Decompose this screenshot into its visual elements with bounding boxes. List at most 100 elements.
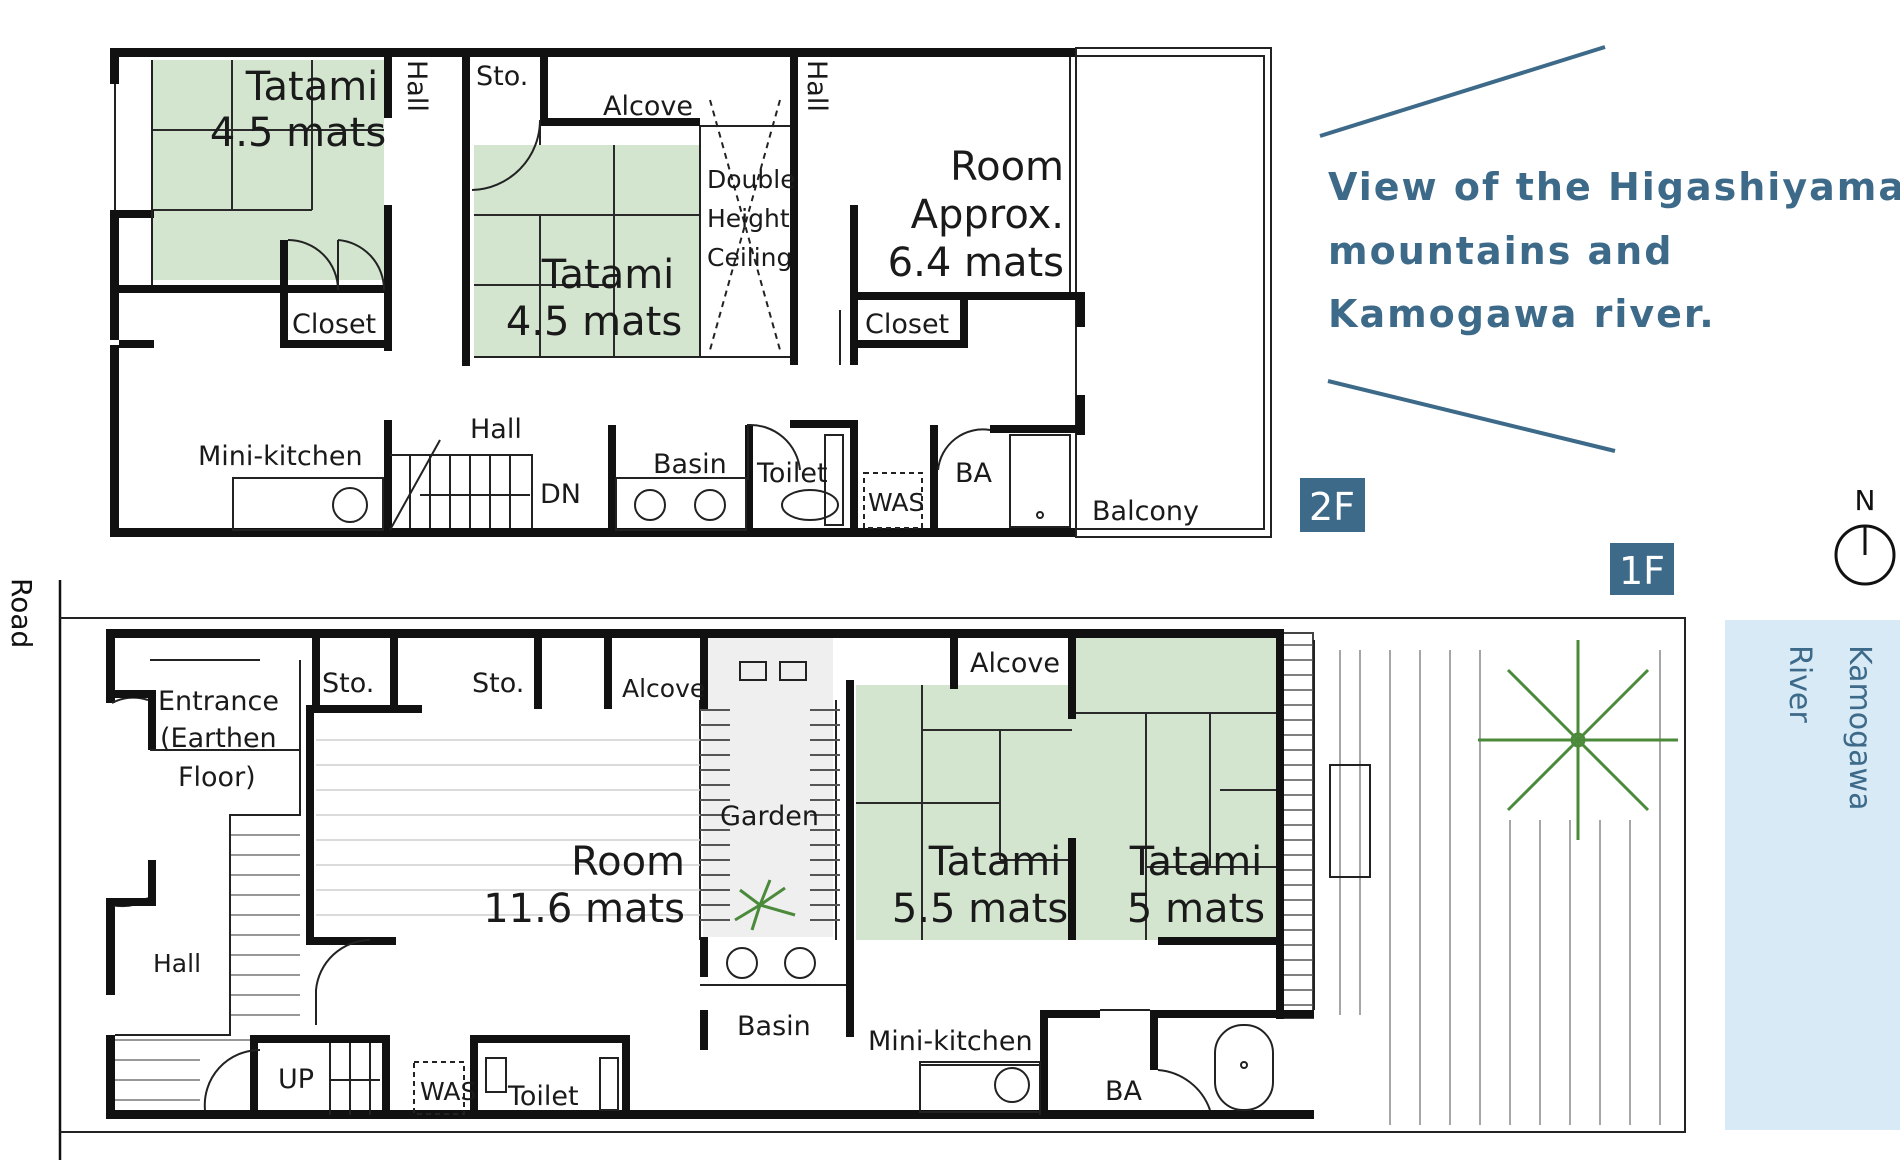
label-tatami-1f-a: Tatami: [928, 839, 1062, 885]
wall: [390, 629, 398, 705]
label-tatami-2f-b-size: 4.5 mats: [506, 299, 682, 345]
label-closet-2f-b: Closet: [865, 309, 949, 340]
wall-2f-top: [110, 48, 1076, 57]
wall: [700, 937, 708, 977]
label-closet-2f-a: Closet: [292, 309, 376, 340]
tatami-area-1f-b: [1072, 637, 1277, 940]
label-mini-kitchen-1f: Mini-kitchen: [868, 1026, 1033, 1057]
wall: [384, 48, 392, 118]
label-garden: Garden: [720, 801, 819, 832]
wall: [790, 205, 798, 365]
washer-space-1f: [413, 1061, 465, 1115]
wall: [106, 690, 150, 698]
door-arc: [203, 1048, 261, 1111]
label-up-stairs: UP: [278, 1064, 314, 1095]
basin-icon: [726, 947, 758, 979]
view-note-line3: Kamogawa river.: [1328, 292, 1716, 336]
label-storage-1f-b: Sto.: [472, 668, 524, 699]
view-note-line2: mountains and: [1328, 229, 1673, 273]
thin-lines-2f: [151, 57, 1071, 365]
drain-icon: [1036, 511, 1044, 519]
label-washer-1f: WAS: [420, 1077, 476, 1106]
wall: [745, 425, 753, 537]
wall: [622, 1035, 630, 1119]
door-arc: [471, 119, 541, 191]
wall: [1040, 1010, 1100, 1018]
floor-tag-1f-bg: [1610, 543, 1674, 595]
wall: [312, 629, 320, 709]
stairs-2f: [389, 439, 533, 531]
floor-tag-2f: 2F: [1309, 485, 1355, 529]
label-alcove-1f-a: Alcove: [622, 674, 705, 703]
tatami-area-2f-a: [152, 60, 384, 280]
entrance-door-arcs: [111, 696, 149, 908]
view-note: View of the Higashiyama mountains and Ka…: [1319, 45, 1900, 453]
drain-icon: [1240, 1061, 1248, 1069]
basin-icon: [694, 489, 726, 521]
wood-floor-entrance: [115, 814, 300, 1101]
garden-plant-icon: [734, 879, 796, 931]
wall: [540, 48, 548, 126]
wall: [312, 705, 422, 713]
label-balcony: Balcony: [1092, 496, 1199, 527]
view-line-bottom: [1327, 379, 1616, 453]
label-hall-vertical: Hall: [401, 60, 432, 112]
wall: [534, 629, 542, 709]
wall: [700, 1010, 708, 1050]
lot-boundary: [60, 617, 1686, 1133]
wall: [1076, 395, 1085, 435]
wall: [280, 340, 392, 348]
wall: [790, 48, 798, 218]
label-room-1f-size: 11.6 mats: [483, 886, 685, 932]
floor-tag-2f-bg: [1300, 478, 1365, 532]
ba-door: [937, 428, 991, 471]
engawa-hatch: [1281, 644, 1313, 1006]
door-arc: [315, 939, 371, 1025]
label-hall-2f: Hall: [470, 414, 522, 445]
toilet-icon: [781, 489, 839, 521]
label-double-height: Ceiling: [707, 243, 792, 272]
wall: [280, 240, 288, 348]
floor-1f: Entrance (Earthen Floor) Sto. Sto. Alcov…: [106, 629, 1678, 1125]
view-note-line1: View of the Higashiyama: [1328, 165, 1900, 209]
label-hall-1f: Hall: [153, 949, 201, 978]
wall: [148, 860, 156, 906]
label-basin-2f: Basin: [653, 449, 727, 480]
label-entrance: Floor): [178, 762, 256, 793]
label-storage-1f-a: Sto.: [322, 668, 374, 699]
wall: [106, 898, 150, 906]
wall: [148, 690, 156, 750]
label-toilet-1f: Toilet: [507, 1081, 579, 1112]
wall: [1040, 1010, 1048, 1119]
wall: [850, 205, 858, 365]
toilet-paper: [599, 1057, 619, 1111]
wall: [470, 1035, 630, 1043]
door-arc: [1157, 1069, 1211, 1111]
wall: [382, 1035, 390, 1119]
wall: [960, 292, 968, 347]
label-basin-1f: Basin: [737, 1011, 811, 1042]
basin-icon: [634, 489, 666, 521]
label-tatami-2f-a: Tatami: [245, 64, 379, 110]
label-hall-vertical-2: Hall: [801, 60, 832, 112]
wall: [846, 937, 854, 1037]
label-road: Road: [5, 578, 38, 648]
wall-1f-top: [106, 629, 1281, 638]
wall-1f-left-c: [106, 1035, 115, 1119]
label-washer-2f: WAS: [868, 488, 924, 517]
toilet-door: [747, 423, 801, 480]
label-entrance: Entrance: [158, 686, 279, 717]
toilet-tank: [485, 1057, 507, 1093]
tree-icon: [1478, 640, 1678, 840]
wall-1f-left-b: [106, 905, 115, 995]
wall-2f-left-c: [110, 345, 119, 537]
washer-space-2f: [863, 472, 923, 529]
label-alcove-1f-b: Alcove: [970, 648, 1060, 679]
wall: [540, 118, 700, 126]
stepping-stone: [1329, 764, 1371, 878]
label-room-2f: Approx.: [911, 192, 1064, 238]
wall: [384, 205, 392, 351]
label-river: River: [1782, 645, 1817, 723]
wall: [1150, 1010, 1314, 1018]
